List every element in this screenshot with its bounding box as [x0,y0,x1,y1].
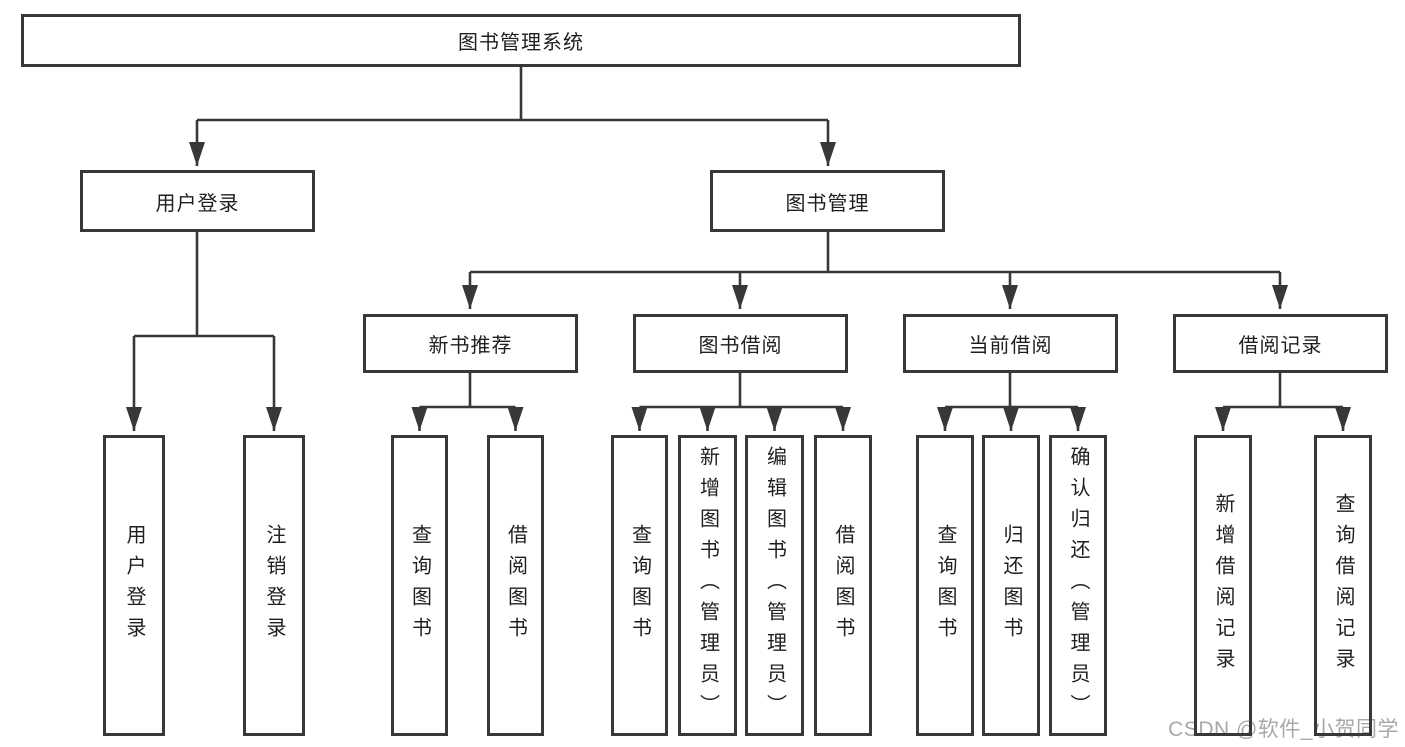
node-label: 图书借阅 [698,335,783,357]
leaf-borrow-books: 借阅图书 [814,435,872,736]
leaf-query-borrowing-record: 查询借阅记录 [1314,435,1372,736]
node-label: 图书管理系统 [458,32,584,54]
node-label: 当前借阅 [968,335,1053,357]
node-label: 借阅记录 [1238,335,1323,357]
leaf-add-borrowing-record: 新增借阅记录 [1194,435,1252,736]
node-label: 图书管理 [785,192,870,215]
leaf-borrow-books: 借阅图书 [487,435,544,736]
node-label: 编辑图书（管理员） [763,446,786,725]
node-label: 用户登录 [155,192,240,215]
node-current-borrowing: 当前借阅 [903,314,1118,373]
node-label: 新增借阅记录 [1212,492,1234,679]
node-label: 查询图书 [408,523,431,648]
node-book-borrowing: 图书借阅 [633,314,848,373]
node-label: 用户登录 [123,523,145,648]
node-borrowing-records: 借阅记录 [1173,314,1388,373]
node-new-book-recommend: 新书推荐 [363,314,578,373]
node-label: 查询借阅记录 [1332,492,1354,679]
leaf-return-books: 归还图书 [982,435,1040,736]
node-library-management-system: 图书管理系统 [21,14,1021,67]
node-label: 借阅图书 [504,523,527,648]
leaf-add-books-admin: 新增图书（管理员） [678,435,737,736]
node-label: 确认归还（管理员） [1067,446,1089,725]
leaf-confirm-return-admin: 确认归还（管理员） [1049,435,1107,736]
leaf-logout: 注销登录 [243,435,305,736]
node-label: 新增图书（管理员） [696,446,719,725]
leaf-user-login: 用户登录 [103,435,165,736]
leaf-edit-books-admin: 编辑图书（管理员） [745,435,804,736]
node-label: 归还图书 [1000,523,1022,648]
leaf-query-books: 查询图书 [916,435,974,736]
node-label: 新书推荐 [428,335,513,357]
node-user-login: 用户登录 [80,170,315,232]
node-book-management: 图书管理 [710,170,945,232]
node-label: 借阅图书 [832,523,854,648]
node-label: 注销登录 [263,523,285,648]
leaf-query-books: 查询图书 [391,435,448,736]
node-label: 查询图书 [628,523,651,648]
leaf-query-books: 查询图书 [611,435,668,736]
node-label: 查询图书 [934,523,956,648]
